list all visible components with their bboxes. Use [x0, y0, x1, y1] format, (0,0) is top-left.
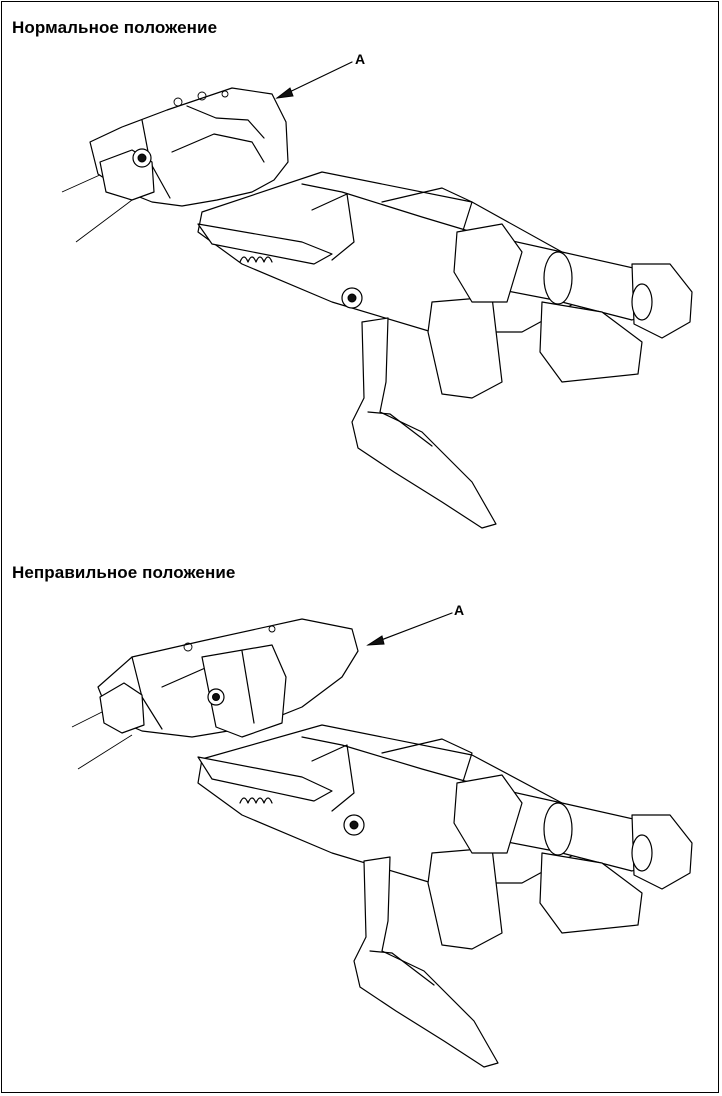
key-cylinder-housing [453, 223, 523, 303]
guide-rail [197, 223, 333, 265]
housing-rib [381, 738, 473, 792]
lever-grip-edge [367, 411, 433, 447]
lower-support-plate [539, 852, 643, 934]
callout-arrowhead [275, 87, 294, 99]
tilt-lock-lever [351, 317, 497, 529]
lever-grip-edge [369, 950, 435, 986]
bracket-hole [173, 97, 183, 107]
shaft-spline-end [631, 283, 653, 321]
housing-ridge [301, 736, 473, 784]
shaft-end-fitting [631, 814, 693, 890]
housing-ridge [301, 183, 473, 233]
callout-label-a: A [355, 51, 365, 67]
housing-rib [381, 187, 473, 241]
panel-incorrect-position: Неправильное положение A [2, 547, 720, 1094]
tilt-lock-clamp [99, 682, 145, 734]
bracket-hole [221, 90, 229, 98]
leader-line-left-upper [61, 173, 103, 193]
steering-column-assembly [97, 618, 693, 1068]
mechanism-edge [241, 650, 255, 724]
steering-column-drawing-normal: A [61, 51, 693, 529]
tilt-lock-lever [353, 856, 499, 1068]
housing-rib [311, 744, 355, 812]
bracket-hole [183, 642, 193, 652]
bracket-hole [268, 625, 276, 633]
callout-arrowhead [366, 635, 385, 646]
housing-rib [311, 193, 355, 261]
steering-column-assembly [89, 87, 693, 529]
tilt-mechanism-block [201, 644, 287, 738]
leader-line-left-lower [75, 199, 133, 243]
clamp-bolt-head [137, 153, 147, 163]
guide-rail [197, 756, 333, 802]
panel-heading-normal: Нормальное положение [12, 18, 218, 37]
lower-switch-housing [427, 847, 503, 950]
lever-pivot-bolt-head [349, 820, 359, 830]
lower-switch-housing [427, 296, 503, 399]
shaft-end-fitting [631, 263, 693, 339]
bracket-inner-edge [171, 133, 265, 163]
steering-column-drawing-incorrect: A [71, 602, 693, 1068]
lever-pivot-bolt-head [347, 293, 357, 303]
tension-spring [239, 797, 273, 804]
callout-label-a: A [454, 602, 464, 618]
shaft-spline-end [631, 834, 653, 872]
leader-line-left-lower [77, 734, 133, 770]
clamp-bolt-head [212, 693, 220, 701]
bracket-top-edge [186, 105, 265, 139]
shaft-collar [543, 251, 573, 305]
lower-support-plate [539, 301, 643, 383]
panel-heading-incorrect: Неправильное положение [12, 563, 236, 582]
key-cylinder-housing [453, 774, 523, 854]
tension-spring [239, 256, 273, 263]
panel-normal-position: Нормальное положение A [2, 2, 720, 547]
bracket-hole [197, 91, 207, 101]
shaft-collar [543, 802, 573, 856]
